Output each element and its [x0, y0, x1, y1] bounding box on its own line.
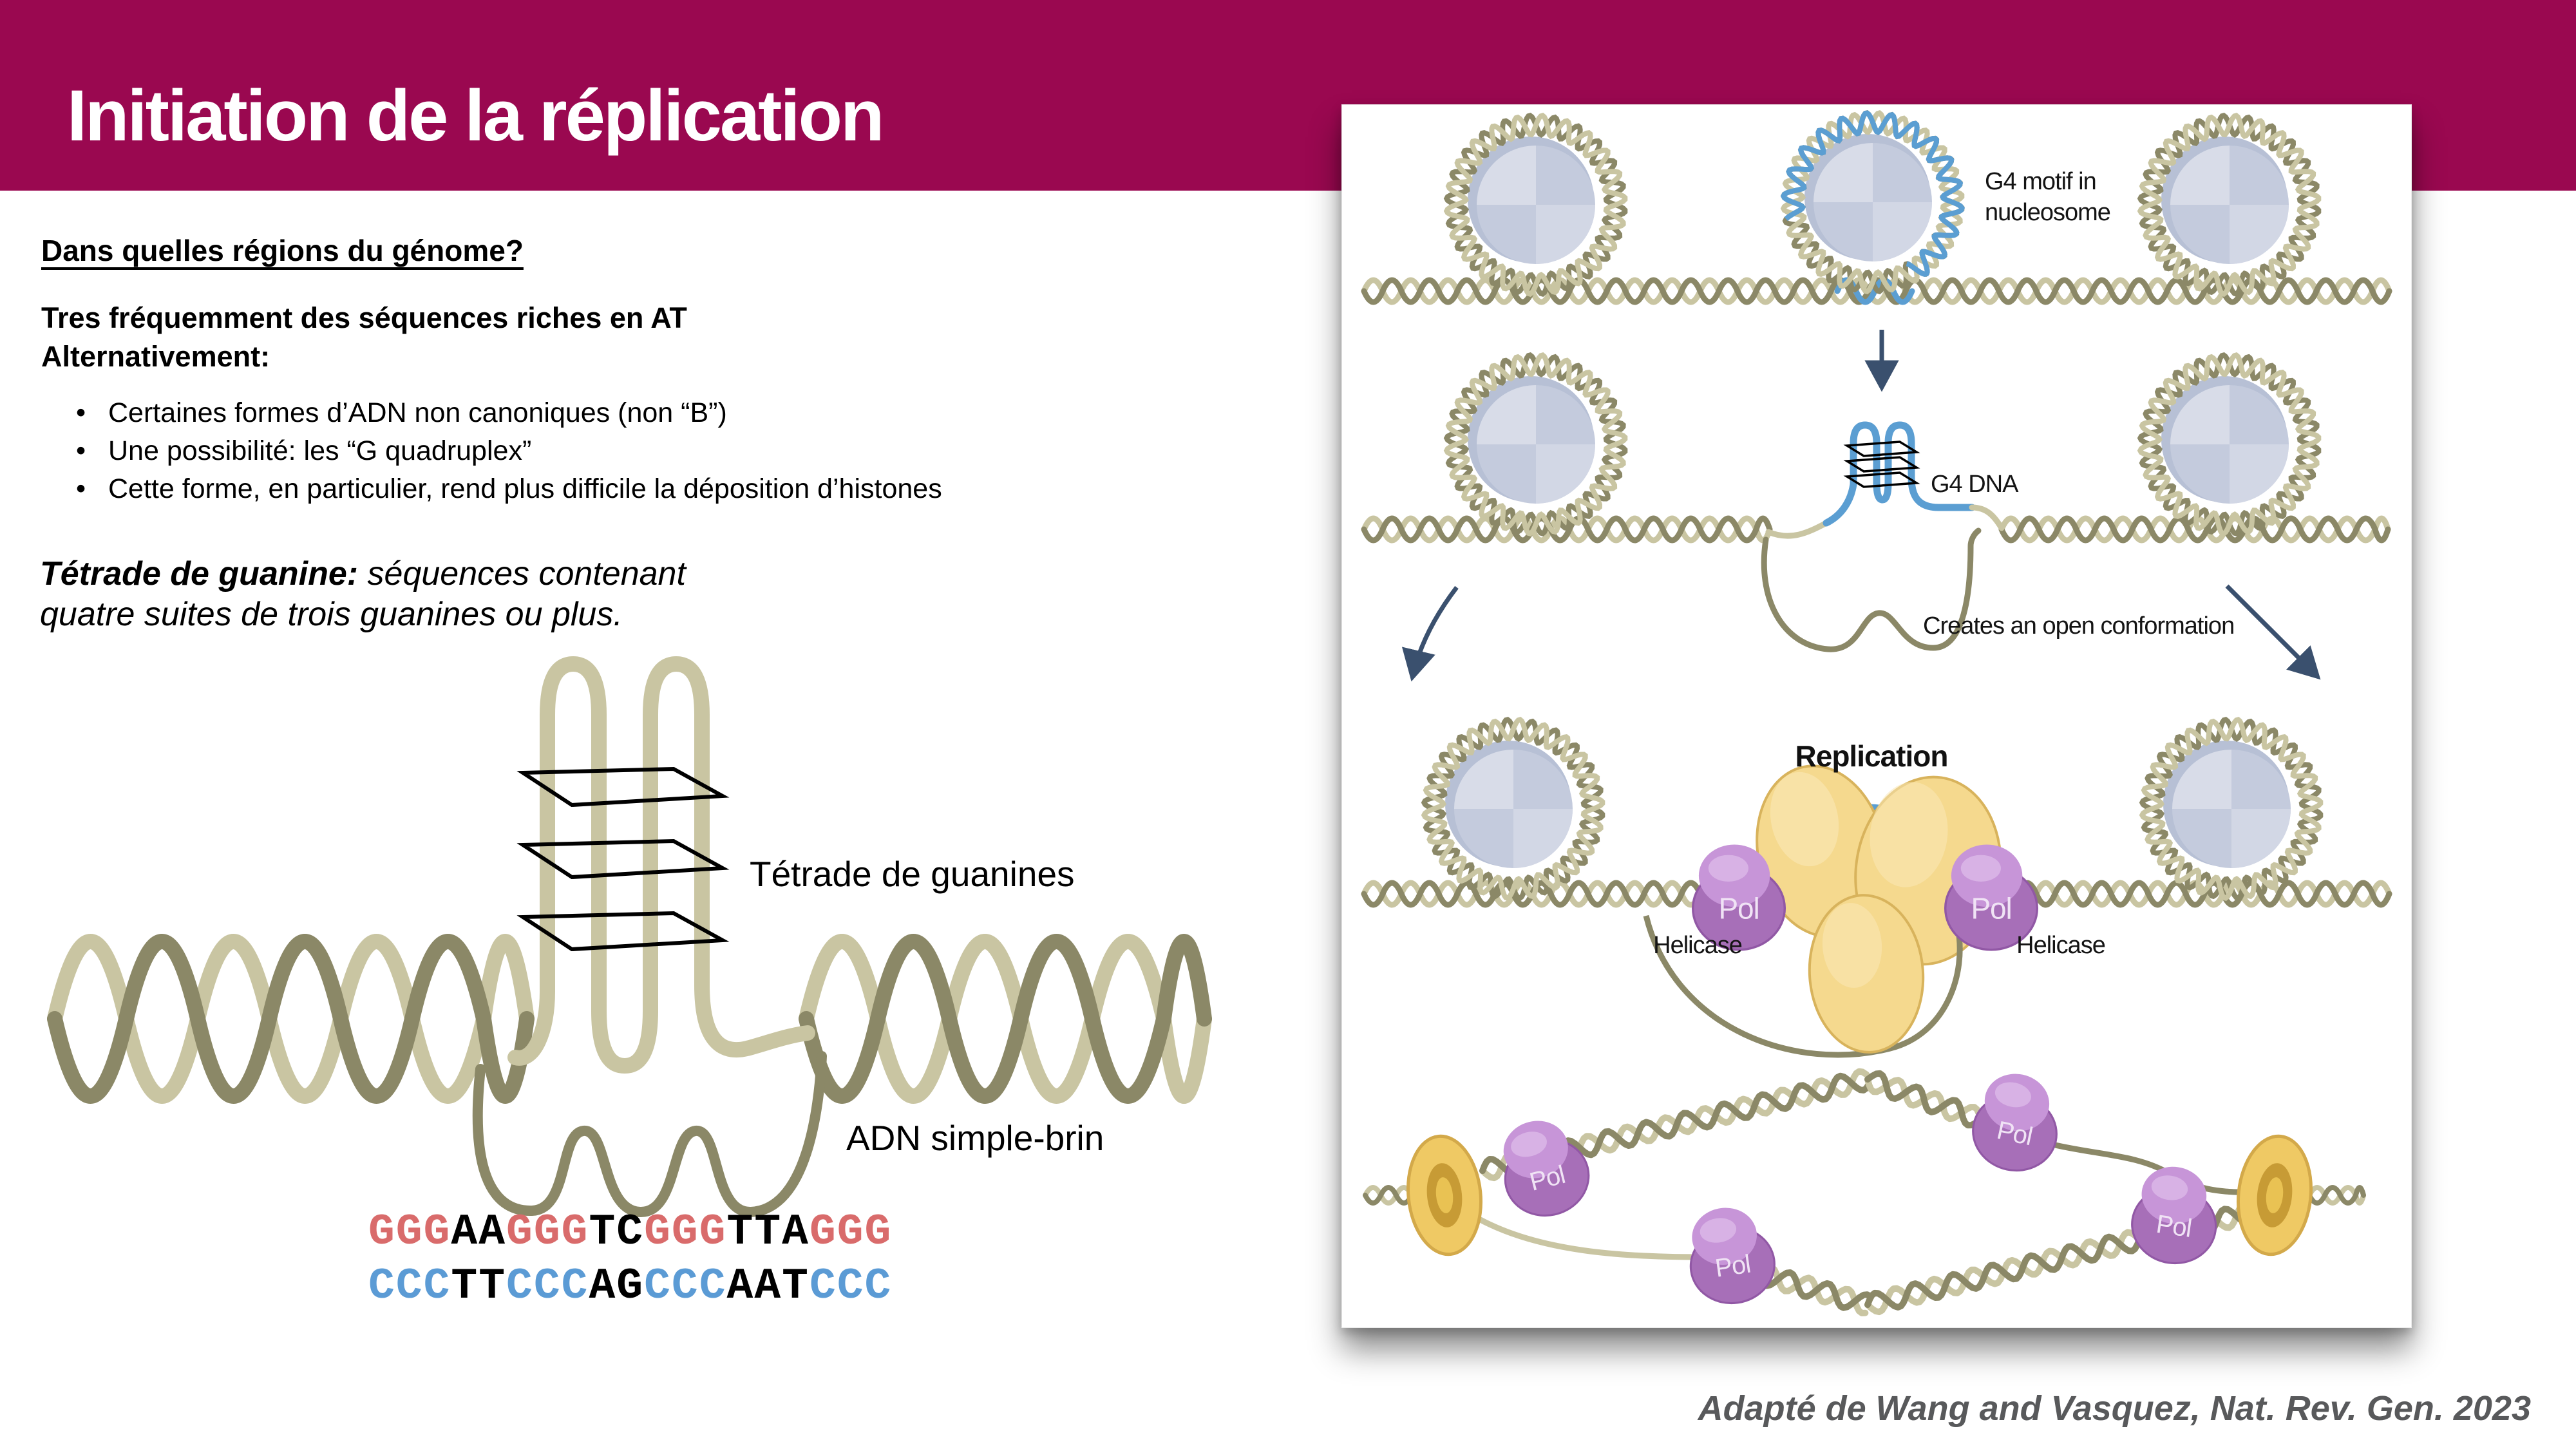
bullet-item: Certaines formes d’ADN non canoniques (n… — [71, 394, 942, 432]
tetrad-def-line1: séquences contenant — [358, 555, 686, 592]
citation: Adapté de Wang and Vasquez, Nat. Rev. Ge… — [1698, 1389, 2531, 1428]
bullet-item: Une possibilité: les “G quadruplex” — [71, 432, 942, 470]
question-heading: Dans quelles régions du génome? — [41, 234, 524, 267]
bullet-item: Cette forme, en particulier, rend plus d… — [71, 470, 942, 508]
ssdna-loop — [472, 1051, 827, 1218]
tetrad-diagram-label: Tétrade de guanines — [750, 854, 1075, 894]
page-title: Initiation de la réplication — [67, 75, 884, 156]
helix-strand-dark — [799, 934, 1212, 1104]
helix-strand-light — [799, 934, 1212, 1104]
statement-line-2: Alternativement: — [41, 340, 270, 373]
helix-strand-dark — [47, 934, 535, 1104]
tetrad-definition: Tétrade de guanine: séquences contenant … — [40, 554, 686, 635]
g4-loops — [507, 656, 815, 1074]
g-quadruplex-structure — [472, 656, 827, 1218]
bullet-list: Certaines formes d’ADN non canoniques (n… — [71, 394, 942, 508]
ssdna-diagram-label: ADN simple-brin — [846, 1118, 1104, 1158]
guanine-tetrad-plate — [516, 911, 730, 952]
sequence-top-strand: GGGAAGGGTCGGGTTAGGG — [368, 1208, 893, 1257]
sequence-bottom-strand: CCCTTCCCAGCCCAATCCC — [368, 1262, 893, 1311]
dna-double-helix — [47, 934, 1212, 1104]
tetrad-term: Tétrade de guanine: — [40, 555, 359, 592]
guanine-tetrad-plate — [516, 766, 730, 808]
guanine-tetrad-plate — [516, 838, 730, 880]
statement-block: Tres fréquemment des séquences riches en… — [41, 299, 687, 376]
tetrad-def-line2: quatre suites de trois guanines ou plus. — [40, 596, 623, 633]
statement-line-1: Tres fréquemment des séquences riches en… — [41, 301, 687, 334]
title-bar: Initiation de la réplication — [0, 0, 2576, 191]
figure-card — [1341, 104, 2412, 1328]
helix-strand-light — [47, 934, 535, 1104]
g4-sequence: GGGAAGGGTCGGGTTAGGG CCCTTCCCAGCCCAATCCC — [368, 1206, 892, 1314]
